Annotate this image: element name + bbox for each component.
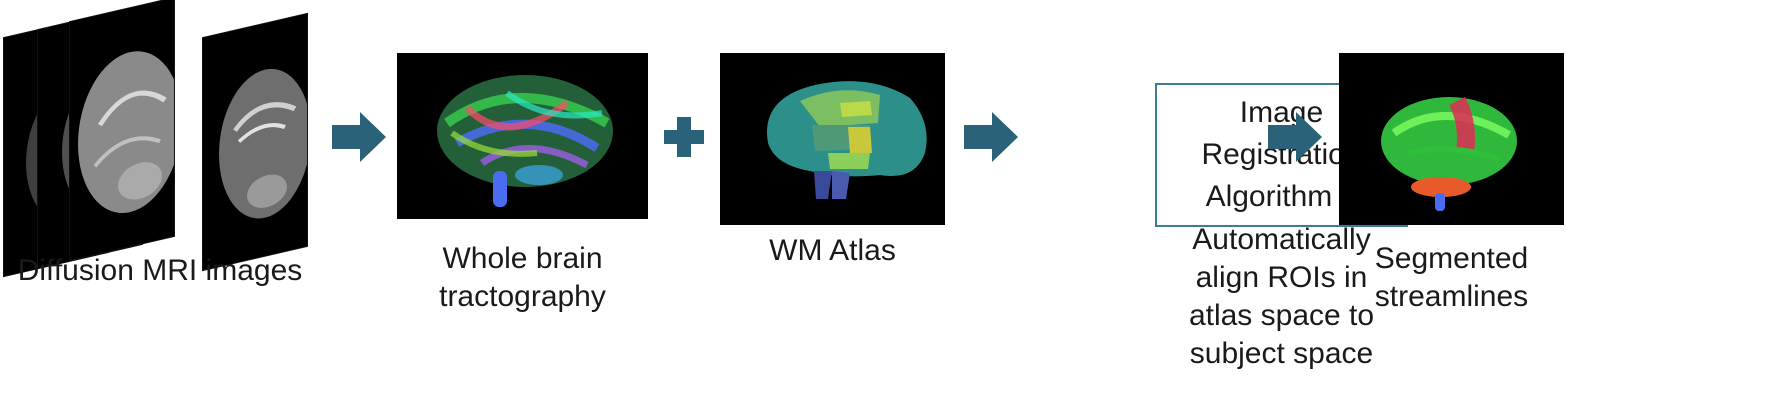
tractography-brain (437, 75, 613, 207)
segmented-streamlines-image (1339, 53, 1564, 225)
segmented-caption: Segmented streamlines (1374, 242, 1529, 313)
dmri-caption: Diffusion MRI images (17, 254, 303, 287)
tractography-image (397, 53, 648, 219)
brain-slice-image (219, 68, 307, 219)
atlas-brain (766, 81, 927, 199)
tractography-caption: Whole brain tractography (439, 242, 606, 313)
registration-caption: Automatically align ROIs in atlas space … (1188, 223, 1375, 370)
plus-icon (664, 117, 704, 157)
segmented-brain (1381, 96, 1517, 211)
arrow-right-icon (332, 112, 386, 162)
arrow-right-icon (1268, 112, 1322, 162)
dmri-slice-3 (70, 0, 174, 260)
wm-atlas-image (720, 53, 945, 225)
dmri-slice-last (203, 13, 307, 270)
brain-slice-image (78, 51, 174, 214)
wm-atlas-caption: WM Atlas (769, 234, 896, 267)
arrow-right-icon (964, 112, 1018, 162)
